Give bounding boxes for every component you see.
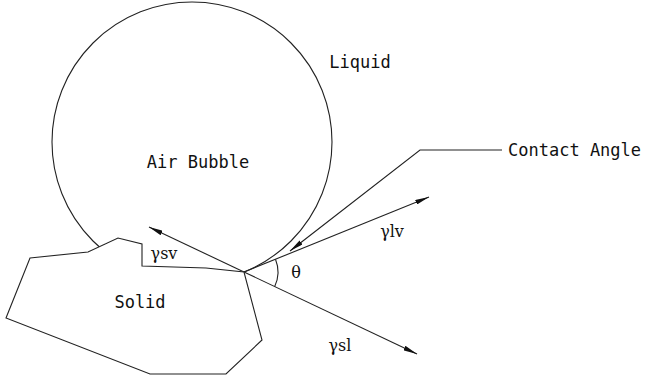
tension-vector — [244, 272, 417, 354]
tension-label: γsl — [329, 337, 352, 355]
node-label: Air Bubble — [147, 153, 249, 172]
tension-label: γlv — [380, 223, 404, 241]
angle-arc — [275, 259, 278, 286]
callout-label: Contact Angle — [508, 141, 641, 160]
node-label: Solid — [114, 293, 165, 312]
tension-label: γsv — [151, 245, 178, 263]
region-label: Liquid — [329, 53, 390, 72]
tension-vector — [244, 197, 429, 272]
bubble-circle: Air Bubble — [51, 1, 333, 283]
solid-body: Solid — [4, 236, 264, 376]
solid-outline — [6, 238, 262, 374]
angle-label: θ — [291, 264, 301, 282]
leader-line — [290, 150, 502, 251]
bubble-outline — [52, 2, 332, 282]
tension-vector — [149, 227, 244, 272]
bubble-outline — [51, 1, 333, 283]
